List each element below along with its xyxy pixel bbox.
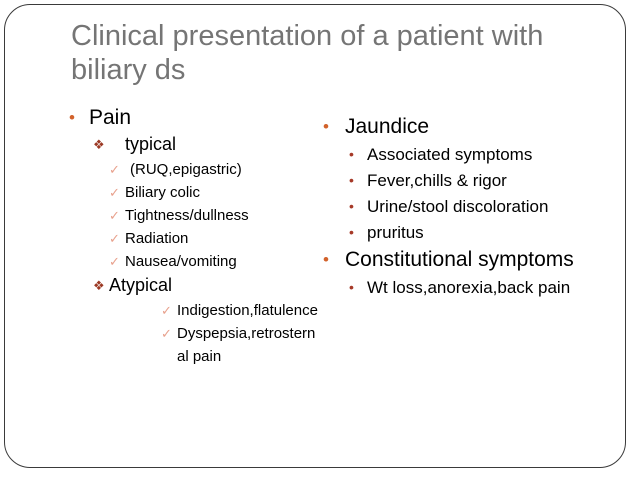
list-item-label: Indigestion,flatulence: [177, 302, 318, 319]
check-bullet-icon: ✓: [109, 162, 120, 177]
round-bullet-icon: •: [69, 108, 75, 127]
list-item-label: Urine/stool discoloration: [367, 197, 549, 216]
list-item-label: Tightness/dullness: [125, 207, 249, 224]
check-bullet-icon: ✓: [109, 185, 120, 200]
list-item-label: Radiation: [125, 230, 189, 247]
list-item-label: typical: [125, 134, 177, 154]
diamond-cluster-bullet-icon: ❖: [93, 278, 105, 293]
list-item-atypical: ❖ Atypical: [93, 273, 325, 298]
list-item-label: (RUQ,epigastric): [130, 161, 242, 178]
list-item-associated-symptoms: • Associated symptoms: [349, 142, 623, 167]
list-item-indigestion-flatulence: ✓ Indigestion,flatulence: [161, 299, 325, 322]
list-item-tightness-dullness: ✓ Tightness/dullness: [109, 204, 325, 227]
round-bullet-icon: •: [349, 146, 354, 162]
round-bullet-icon: •: [349, 224, 354, 240]
list-item-dyspepsia-retrosternal-pain: ✓ Dyspepsia,retrostern al pain: [161, 322, 325, 368]
list-item-label: Jaundice: [345, 115, 430, 138]
list-item-label: Biliary colic: [125, 184, 201, 201]
list-item-pruritus: • pruritus: [349, 220, 623, 245]
right-content-column: • Jaundice • Associated symptoms • Fever…: [323, 113, 623, 301]
list-item-pain: • Pain: [69, 105, 325, 131]
list-item-ruq-epigastric: ✓ (RUQ,epigastric): [109, 158, 325, 181]
round-bullet-icon: •: [349, 198, 354, 214]
round-bullet-icon: •: [349, 279, 354, 295]
list-item-jaundice: • Jaundice: [323, 113, 623, 141]
check-bullet-icon: ✓: [161, 326, 172, 341]
list-item-label: Constitutional symptoms: [345, 248, 574, 271]
list-item-fever-chills-rigor: • Fever,chills & rigor: [349, 168, 623, 193]
list-item-label: Wt loss,anorexia,back pain: [367, 278, 571, 297]
list-item-label: Nausea/vomiting: [125, 253, 237, 270]
check-bullet-icon: ✓: [109, 254, 120, 269]
check-bullet-icon: ✓: [161, 303, 172, 318]
slide-frame: Clinical presentation of a patient with …: [4, 4, 626, 468]
list-item-label: Associated symptoms: [367, 145, 533, 164]
left-content-column: • Pain ❖ typical ✓ (RUQ,epigastric) ✓ Bi…: [69, 105, 325, 368]
list-item-typical: ❖ typical: [93, 132, 325, 157]
check-bullet-icon: ✓: [109, 208, 120, 223]
list-item-label: pruritus: [367, 223, 424, 242]
check-bullet-icon: ✓: [109, 231, 120, 246]
round-bullet-icon: •: [323, 250, 329, 269]
diamond-cluster-bullet-icon: ❖: [93, 137, 105, 152]
slide-title: Clinical presentation of a patient with …: [71, 20, 544, 86]
list-item-nausea-vomiting: ✓ Nausea/vomiting: [109, 250, 325, 273]
list-item-biliary-colic: ✓ Biliary colic: [109, 181, 325, 204]
list-item-label: Atypical: [109, 275, 173, 295]
list-item-urine-stool-discoloration: • Urine/stool discoloration: [349, 194, 623, 219]
round-bullet-icon: •: [323, 117, 329, 136]
round-bullet-icon: •: [349, 172, 354, 188]
list-item-label: Pain: [89, 106, 132, 129]
list-item-constitutional-symptoms: • Constitutional symptoms: [323, 246, 623, 274]
list-item-radiation: ✓ Radiation: [109, 227, 325, 250]
list-item-wt-loss-anorexia-back-pain: • Wt loss,anorexia,back pain: [349, 275, 623, 300]
list-item-label: Dyspepsia,retrostern al pain: [177, 325, 316, 365]
list-item-label: Fever,chills & rigor: [367, 171, 507, 190]
